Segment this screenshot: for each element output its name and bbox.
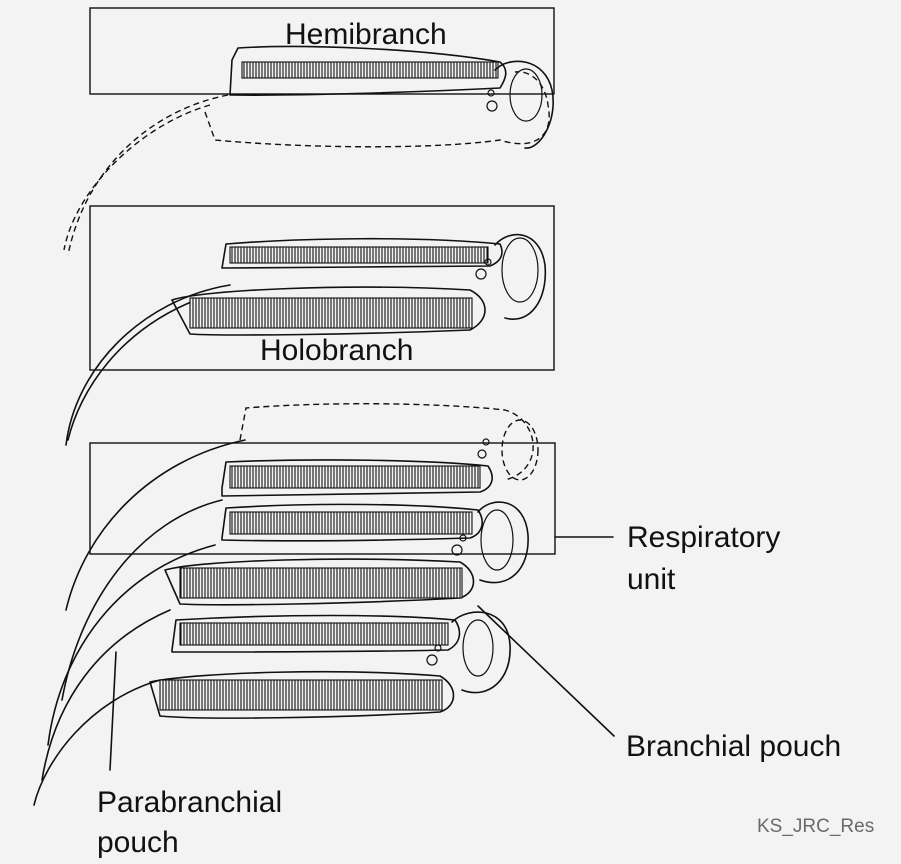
- stack-vessel-4: [427, 655, 437, 665]
- stack-ring-2: [481, 510, 513, 570]
- stack-filaments-5: [160, 680, 442, 710]
- hemibranch-filaments: [242, 62, 498, 78]
- holobranch-lower-filaments: [190, 298, 472, 328]
- holobranch-upper-filaments: [230, 247, 488, 263]
- holobranch-group: Holobranch: [66, 206, 554, 445]
- hemibranch-dashed-lamella: [205, 72, 549, 147]
- stack-vessel-top: [478, 450, 486, 458]
- stack-arch-2: [478, 502, 528, 583]
- credit-text: KS_JRC_Res: [757, 816, 874, 837]
- septum-rod-4: [42, 610, 170, 780]
- hemibranch-dashed-rod: [68, 95, 228, 255]
- branchial-pouch-leader-line: [478, 606, 614, 736]
- holobranch-ring: [502, 238, 538, 302]
- stack-filaments-4: [180, 623, 448, 645]
- stack-vessel-top-small: [483, 439, 489, 445]
- hemibranch-vessel: [487, 101, 497, 111]
- parabranchial-label-line2: pouch: [97, 826, 179, 859]
- hemibranch-vessel-small: [488, 90, 494, 96]
- hemibranch-dashed-rod-inner: [64, 105, 210, 250]
- septum-rod-2: [62, 500, 222, 700]
- parabranchial-label-line1: Parabranchial: [97, 786, 282, 819]
- holobranch-label: Holobranch: [260, 334, 413, 367]
- hemibranch-arch: [495, 61, 553, 148]
- respiratory-stack-group: [34, 404, 555, 805]
- stack-ring-4: [463, 620, 493, 676]
- stack-filaments-2: [230, 512, 472, 534]
- stack-arch-4: [452, 612, 510, 693]
- stack-filaments-3: [180, 568, 462, 598]
- branchial-pouch-label: Branchial pouch: [626, 730, 841, 763]
- hemibranch-label: Hemibranch: [285, 18, 447, 51]
- stack-filaments-1: [230, 466, 480, 488]
- holobranch-vessel: [476, 269, 486, 279]
- parabranchial-leader-line: [110, 652, 116, 770]
- respiratory-label-line2: unit: [627, 563, 676, 596]
- hemibranch-ring: [510, 69, 542, 121]
- hemibranch-group: Hemibranch: [64, 8, 554, 255]
- respiratory-label-line1: Respiratory: [627, 521, 780, 554]
